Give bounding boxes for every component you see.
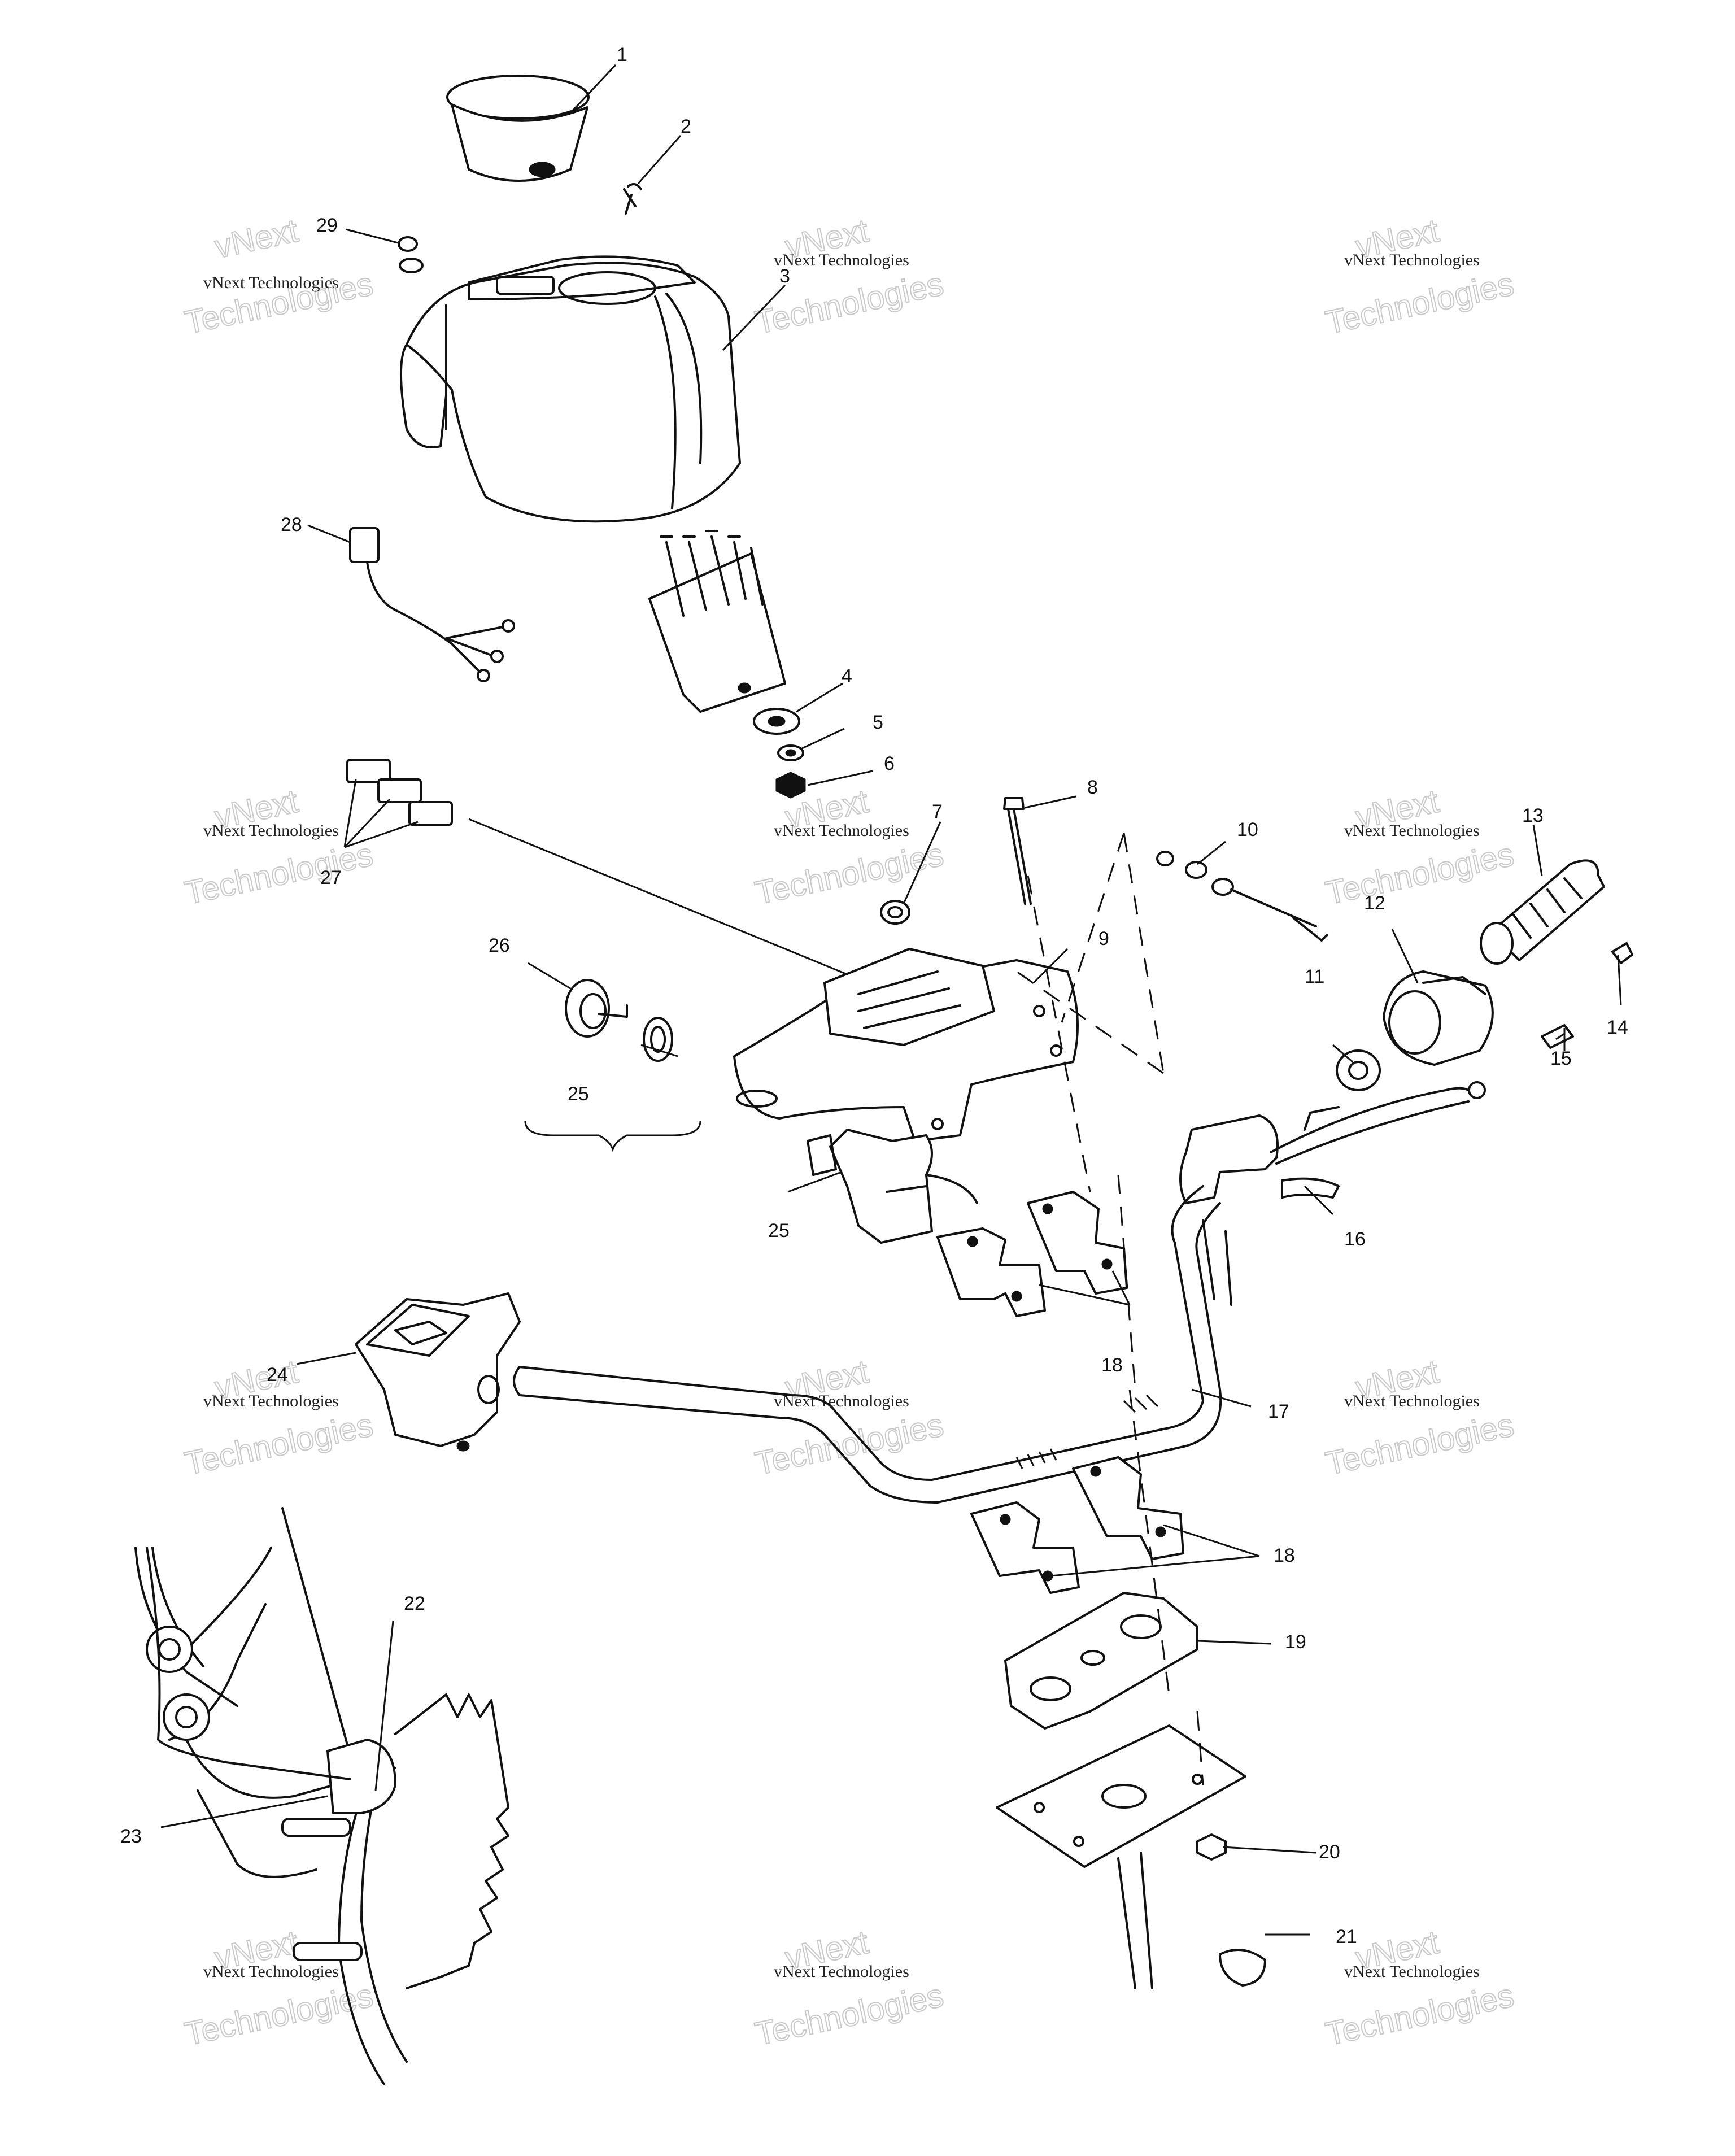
callout-12: 12 xyxy=(1364,892,1385,914)
callout-3: 3 xyxy=(779,265,790,287)
callout-9: 9 xyxy=(1098,928,1109,949)
svg-text:Technologies: Technologies xyxy=(1322,1406,1517,1482)
callout-1: 1 xyxy=(617,44,627,66)
svg-text:Technologies: Technologies xyxy=(181,1406,376,1482)
callout-6: 6 xyxy=(884,753,895,774)
callout-25-upper: 25 xyxy=(568,1083,589,1105)
callout-22: 22 xyxy=(404,1593,425,1614)
svg-text:vNext Technologies: vNext Technologies xyxy=(203,821,339,840)
leader-lines xyxy=(160,64,1622,1936)
part-24-switch-housing xyxy=(355,1292,521,1452)
callout-18-lower: 18 xyxy=(1274,1545,1295,1566)
callout-2: 2 xyxy=(681,116,691,137)
callout-29: 29 xyxy=(316,215,338,236)
callout-20: 20 xyxy=(1319,1841,1340,1863)
callout-labels: 1 2 29 3 28 4 5 6 8 7 10 13 12 27 9 26 1… xyxy=(120,44,1628,1948)
part-7-bushing xyxy=(880,900,910,925)
callout-18-upper: 18 xyxy=(1101,1354,1123,1376)
part-16-brake-lever xyxy=(1179,1081,1486,1204)
part-25-ignition-switch xyxy=(807,1129,978,1244)
callout-27: 27 xyxy=(320,867,342,888)
callout-24: 24 xyxy=(267,1364,288,1386)
callout-13: 13 xyxy=(1522,805,1544,826)
part-1-gauge-cup xyxy=(446,75,590,182)
part-10-cable-adjuster xyxy=(1156,851,1328,942)
callout-8: 8 xyxy=(1087,777,1098,798)
part-11-boot xyxy=(1336,1049,1381,1091)
svg-text:vNext Technologies: vNext Technologies xyxy=(203,273,339,292)
callout-21: 21 xyxy=(1336,1926,1357,1948)
svg-text:vNext Technologies: vNext Technologies xyxy=(774,1962,909,1981)
svg-text:vNext: vNext xyxy=(212,212,302,265)
watermark-11: vNext Technologies vNext Technologies xyxy=(751,1923,947,2053)
part-4-washer xyxy=(753,708,800,735)
part-6-nut xyxy=(775,772,806,799)
part-14-end-cap xyxy=(1611,942,1633,964)
part-5-lockwasher xyxy=(777,744,804,761)
svg-text:Technologies: Technologies xyxy=(1322,1977,1517,2053)
svg-text:Technologies: Technologies xyxy=(181,836,376,912)
svg-text:vNext Technologies: vNext Technologies xyxy=(203,1392,339,1410)
svg-text:Technologies: Technologies xyxy=(1322,836,1517,912)
part-27-switch-buttons xyxy=(346,759,453,826)
callout-19: 19 xyxy=(1285,1631,1306,1653)
callout-17: 17 xyxy=(1268,1401,1289,1422)
callout-15: 15 xyxy=(1550,1048,1572,1069)
part-2-screw xyxy=(623,183,642,215)
svg-text:vNext Technologies: vNext Technologies xyxy=(774,251,909,269)
svg-text:vNext Technologies: vNext Technologies xyxy=(1344,821,1480,840)
svg-text:vNext Technologies: vNext Technologies xyxy=(1344,1962,1480,1981)
ignition-cover xyxy=(648,530,786,713)
watermark-9: vNext Technologies vNext Technologies xyxy=(1322,1353,1518,1483)
callout-10: 10 xyxy=(1237,819,1258,840)
part-12-throttle-housing xyxy=(1383,970,1494,1066)
callout-4: 4 xyxy=(842,665,852,687)
callout-25-lower: 25 xyxy=(768,1220,790,1242)
part-17-handlebar xyxy=(513,1185,1232,1504)
part-20-nut xyxy=(1196,1833,1227,1861)
svg-text:Technologies: Technologies xyxy=(181,1977,376,2053)
svg-text:Technologies: Technologies xyxy=(752,1977,947,2053)
watermark-6: vNext Technologies vNext Technologies xyxy=(1322,782,1518,912)
callout-28: 28 xyxy=(281,514,302,535)
watermark-5: vNext Technologies vNext Technologies xyxy=(751,782,947,912)
watermark-3: vNext Technologies vNext Technologies xyxy=(1322,212,1518,342)
callout-14: 14 xyxy=(1607,1017,1628,1038)
part-8-bolt xyxy=(1003,797,1032,905)
part-25-lock-ring xyxy=(643,1017,673,1062)
watermark-1: vNext Technologies vNext Technologies xyxy=(181,212,377,342)
callout-23: 23 xyxy=(120,1826,142,1847)
part-13-hand-grip xyxy=(1480,859,1605,965)
part-18-clamps-lower xyxy=(970,1456,1184,1594)
svg-text:vNext Technologies: vNext Technologies xyxy=(774,821,909,840)
callout-7: 7 xyxy=(932,801,943,822)
assembly-guides xyxy=(1016,833,1204,1785)
part-21-clip xyxy=(1219,1949,1266,1987)
part-29-grommet xyxy=(398,236,424,273)
callout-11: 11 xyxy=(1305,966,1324,987)
part-3-handlebar-pod xyxy=(400,255,741,523)
part-18-clamps-upper xyxy=(936,1191,1128,1317)
svg-text:vNext Technologies: vNext Technologies xyxy=(1344,1392,1480,1410)
callout-5: 5 xyxy=(873,712,883,733)
callout-16: 16 xyxy=(1344,1229,1366,1250)
part-28-wiring-harness xyxy=(349,527,515,682)
steering-plate xyxy=(996,1724,1246,1989)
svg-text:vNext Technologies: vNext Technologies xyxy=(1344,251,1480,269)
svg-text:vNext Technologies: vNext Technologies xyxy=(203,1962,339,1981)
part-15-set-screw xyxy=(1541,1024,1574,1049)
part-19-riser-block xyxy=(1004,1592,1198,1730)
part-9-switch-bracket xyxy=(733,948,1079,1142)
callout-26: 26 xyxy=(489,935,510,956)
svg-text:Technologies: Technologies xyxy=(1322,265,1517,341)
part-26-knob xyxy=(565,979,628,1038)
